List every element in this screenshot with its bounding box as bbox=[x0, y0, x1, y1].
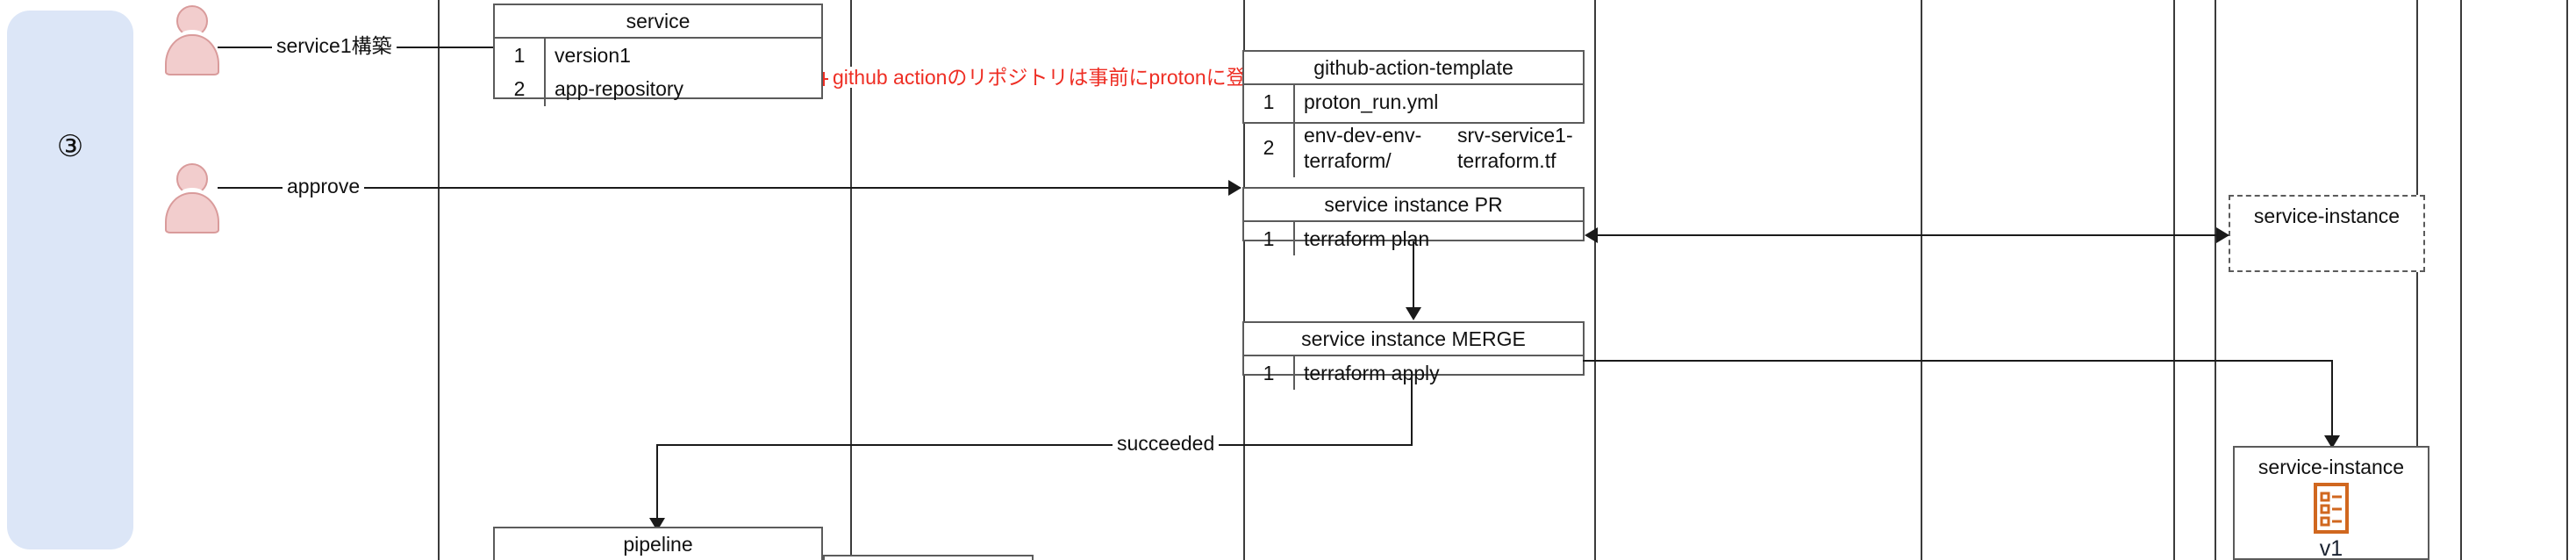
actor-bottom bbox=[165, 163, 219, 233]
phase-number: ③ bbox=[56, 130, 84, 163]
edge-pr-to-merge-arrow bbox=[1406, 307, 1421, 320]
row-index: 1 bbox=[495, 39, 546, 73]
table-row: 1 version1 bbox=[495, 39, 821, 73]
node-service-instance-created: service-instance v1 bbox=[2233, 446, 2429, 560]
row-value-line1: env-dev-env-terraform/ bbox=[1304, 124, 1422, 172]
entity-service-instance-pr-rows: 1 terraform plan bbox=[1244, 222, 1583, 256]
entity-service-instance-merge-rows: 1 terraform apply bbox=[1244, 356, 1583, 391]
partial-box-bottom bbox=[823, 555, 1034, 560]
edge-merge-to-instance-arrow bbox=[2324, 435, 2340, 449]
row-index: 2 bbox=[1244, 118, 1295, 177]
entity-github-action-template-title: github-action-template bbox=[1244, 52, 1583, 86]
lane-divider-4 bbox=[1594, 0, 1596, 560]
row-value-line2: srv-service1-terraform.tf bbox=[1457, 124, 1573, 172]
node-service-instance-pending-title: service-instance bbox=[2253, 205, 2401, 227]
lane-divider-1 bbox=[438, 0, 440, 560]
row-value: proton_run.yml bbox=[1304, 90, 1439, 114]
edge-succeeded-down bbox=[656, 444, 658, 523]
entity-service: service 1 version1 2 app-repository bbox=[493, 4, 823, 106]
lane-divider-2 bbox=[850, 0, 852, 560]
edge-pr-to-merge-line bbox=[1413, 241, 1414, 312]
entity-pipeline: pipeline 1 version1 bbox=[493, 527, 823, 560]
list-document-icon bbox=[2314, 483, 2349, 538]
edge-pr-to-instance-arrow bbox=[2216, 227, 2229, 243]
actor-body-icon bbox=[165, 192, 219, 233]
edge-label-service1-build: service1構築 bbox=[272, 35, 397, 56]
edge-approve-arrow bbox=[1228, 180, 1241, 196]
lane-divider-10 bbox=[2566, 0, 2568, 560]
table-row: 1 proton_run.yml bbox=[1244, 85, 1583, 119]
edge-label-approve: approve bbox=[283, 176, 365, 197]
edge-succeeded-line bbox=[656, 444, 1413, 446]
entity-service-instance-pr-title: service instance PR bbox=[1244, 189, 1583, 223]
edge-label-succeeded: succeeded bbox=[1113, 433, 1220, 454]
actor-top bbox=[165, 5, 219, 75]
table-row: 2 env-dev-env-terraform/ srv-service1-te… bbox=[1244, 118, 1583, 177]
lane-divider-6 bbox=[2173, 0, 2175, 560]
row-value: version1 bbox=[555, 44, 631, 68]
lane-divider-9 bbox=[2460, 0, 2462, 560]
edge-merge-to-instance-h bbox=[1583, 360, 2333, 362]
entity-service-instance-merge: service instance MERGE 1 terraform apply bbox=[1242, 321, 1585, 391]
edge-instance-to-pr-line bbox=[1597, 234, 2229, 236]
lane-divider-5 bbox=[1921, 0, 1922, 560]
lane-divider-7 bbox=[2215, 0, 2216, 560]
edge-merge-to-instance-v bbox=[2331, 360, 2333, 441]
actor-body-icon bbox=[165, 34, 219, 75]
node-service-instance-created-title: service-instance bbox=[2258, 456, 2405, 478]
row-value: env-dev-env-terraform/ srv-service1-terr… bbox=[1295, 118, 1583, 176]
row-index: 2 bbox=[495, 72, 546, 106]
row-index: 1 bbox=[1244, 222, 1295, 256]
row-index: 1 bbox=[1244, 356, 1295, 391]
lane-divider-8 bbox=[2416, 0, 2418, 560]
entity-github-action-template-rows: 1 proton_run.yml 2 env-dev-env-terraform… bbox=[1244, 85, 1583, 177]
row-value: terraform plan bbox=[1304, 227, 1430, 251]
row-value: terraform apply bbox=[1304, 362, 1440, 385]
entity-service-instance-merge-title: service instance MERGE bbox=[1244, 323, 1583, 357]
table-row: 2 app-repository bbox=[495, 72, 821, 106]
node-service-instance-created-caption: v1 bbox=[2319, 536, 2343, 560]
row-value: app-repository bbox=[555, 77, 684, 101]
entity-service-title: service bbox=[495, 5, 821, 39]
entity-pipeline-title: pipeline bbox=[495, 528, 821, 560]
table-row: 1 terraform apply bbox=[1244, 356, 1583, 391]
entity-service-rows: 1 version1 2 app-repository bbox=[495, 39, 821, 106]
edge-approve-line bbox=[218, 187, 1241, 189]
row-index: 1 bbox=[1244, 85, 1295, 119]
edge-succeeded-up bbox=[1411, 376, 1413, 446]
entity-github-action-template: github-action-template 1 proton_run.yml … bbox=[1242, 50, 1585, 177]
table-row: 1 terraform plan bbox=[1244, 222, 1583, 256]
node-service-instance-pending: service-instance bbox=[2229, 195, 2425, 272]
edge-label-github-note: github actionのリポジトリは事前にprotonに登録 bbox=[828, 67, 1271, 88]
edge-instance-to-pr-arrow bbox=[1585, 227, 1598, 243]
lane-divider-3 bbox=[1243, 0, 1245, 560]
entity-service-instance-pr: service instance PR 1 terraform plan bbox=[1242, 187, 1585, 256]
phase-band bbox=[7, 11, 133, 549]
